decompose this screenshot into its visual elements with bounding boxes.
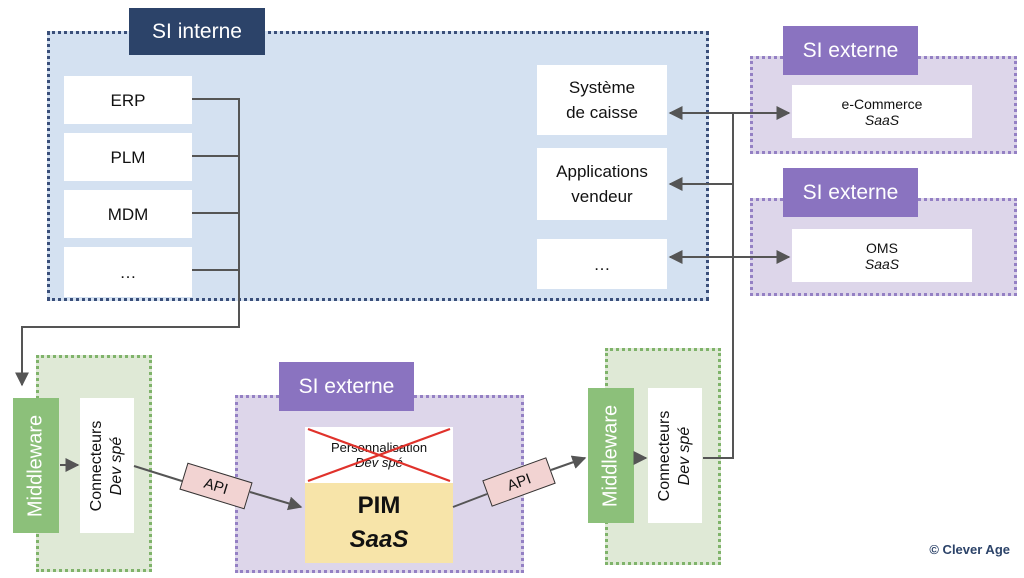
ecommerce-box: e-Commerce SaaS [792, 85, 972, 138]
more-right-box: … [537, 239, 667, 289]
api-left-line-out [249, 491, 303, 511]
more-left-box: … [64, 247, 192, 297]
copyright-label: © Clever Age [929, 542, 1010, 557]
systeme-caisse-box: Système de caisse [537, 65, 667, 135]
pim-saas-label: SaaS [349, 526, 409, 553]
mdm-box: MDM [64, 190, 192, 238]
middleware-right-bar: Middleware [588, 388, 634, 523]
oms-label: OMS [866, 239, 898, 256]
cross-line-2 [307, 427, 451, 483]
systeme-caisse-line2: de caisse [566, 103, 638, 122]
pim-label: PIM [357, 492, 401, 519]
si-externe-ecommerce-title: SI externe [783, 26, 918, 75]
right-bus-connector [703, 113, 734, 459]
si-externe-oms-title: SI externe [783, 168, 918, 217]
applications-vendeur-line2: vendeur [571, 187, 633, 206]
ecommerce-saas-label: SaaS [864, 111, 900, 128]
applications-vendeur-line1: Applications [556, 162, 648, 181]
si-externe-pim-title: SI externe [279, 362, 414, 411]
middleware-left-bar: Middleware [13, 398, 59, 533]
oms-box: OMS SaaS [792, 229, 972, 282]
erp-box: ERP [64, 76, 192, 124]
api-right-line-out [550, 455, 587, 471]
api-right-line-in [452, 493, 488, 508]
connecteurs-right-box: Connecteurs Dev spé [648, 388, 702, 523]
personnalisation-label: Personnalisation [330, 440, 428, 455]
ecommerce-label: e-Commerce [841, 95, 923, 112]
connecteurs-left-box: Connecteurs Dev spé [80, 398, 134, 533]
oms-saas-label: SaaS [864, 255, 900, 272]
applications-vendeur-box: Applications vendeur [537, 148, 667, 220]
systeme-caisse-line1: Système [568, 78, 636, 97]
si-interne-title: SI interne [129, 8, 265, 55]
api-left-line-in [133, 465, 186, 483]
pim-box: PIM SaaS [305, 483, 453, 563]
erp-connector [15, 98, 240, 387]
plm-box: PLM [64, 133, 192, 181]
